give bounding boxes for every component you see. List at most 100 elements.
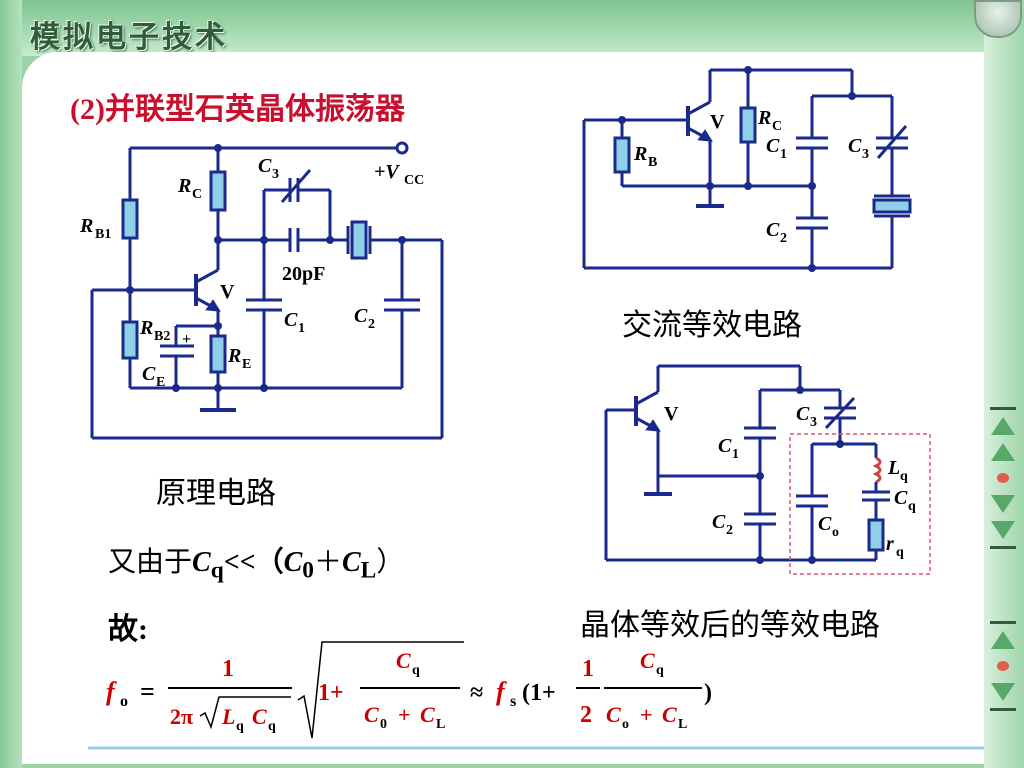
course-title: 模拟电子技术 <box>30 20 228 55</box>
nav-group-bottom <box>988 618 1018 714</box>
c3-adjust-arrow <box>876 125 908 159</box>
c3-sub: 3 <box>272 167 279 182</box>
down-arrow-icon <box>991 495 1015 513</box>
formula-paren-close: ) <box>704 680 712 706</box>
prev-slide-button[interactable] <box>990 440 1016 464</box>
ac-c1-label: C <box>766 135 780 157</box>
up-arrow-icon <box>991 417 1015 435</box>
ce-plus-sign: + <box>182 331 191 348</box>
condition-c0-sub: 0 <box>302 557 314 584</box>
lq-inductor <box>872 456 882 484</box>
condition-cq-sub: q <box>210 557 224 584</box>
formula-fs-sub: s <box>510 693 516 710</box>
junction-dot <box>744 66 752 74</box>
formula-cq3: C <box>640 648 655 673</box>
rb1-sub: B1 <box>95 227 111 242</box>
transistor-collector <box>195 268 219 284</box>
condition-prefix: 又由于 <box>108 547 193 578</box>
junction-dot <box>796 386 804 394</box>
cr-rq-sub: q <box>896 545 904 560</box>
formula-one-plus: 1+ <box>318 680 344 706</box>
emitter-arrow-icon <box>645 419 661 432</box>
transistor-collector <box>687 100 711 116</box>
ac-transistor-label: V <box>710 111 725 133</box>
formula-paren-open: (1+ <box>522 680 556 706</box>
formula-cl: C <box>420 702 435 727</box>
transistor-label: V <box>220 281 235 303</box>
vcc-label: +V <box>374 161 400 183</box>
frequency-formula: f o = 1 2π L q C q 1+ C q C 0 + C L ≈ f … <box>106 641 712 739</box>
ac-c2-sub: 2 <box>780 231 787 246</box>
formula-half-den: 2 <box>580 702 592 728</box>
cr-cq-label: C <box>894 487 908 509</box>
first-slide-button[interactable] <box>990 414 1016 438</box>
cr-c3-label: C <box>796 403 810 425</box>
ac-c3-sub: 3 <box>862 147 869 162</box>
junction-dot <box>326 236 334 244</box>
cr-co-sub: o <box>832 525 839 540</box>
home-button[interactable] <box>990 466 1016 490</box>
back-button[interactable] <box>990 628 1016 652</box>
next-slide-button[interactable] <box>990 492 1016 516</box>
nav-divider <box>990 407 1016 410</box>
cr-co-label: C <box>818 513 832 535</box>
cr-rq-label: r <box>886 533 894 555</box>
junction-dot <box>808 556 816 564</box>
condition-c0: C <box>283 547 303 578</box>
up-arrow-icon <box>991 443 1015 461</box>
left-frame-band <box>0 0 22 768</box>
rb1-resistor <box>121 198 139 240</box>
formula-lq-sub: q <box>236 719 244 734</box>
nav-divider <box>990 708 1016 711</box>
junction-dot <box>126 286 134 294</box>
formula-cq: C <box>252 704 267 729</box>
down-arrow-icon <box>991 521 1015 539</box>
ac-labels: V R C R B C 1 C 3 C 2 <box>633 107 869 246</box>
vcc-terminal <box>395 141 409 155</box>
crystal-body <box>872 198 912 214</box>
rc-sub: C <box>192 187 202 202</box>
cr-lq-sub: q <box>900 469 908 484</box>
re-sub: E <box>242 357 251 372</box>
junction-dot <box>214 384 222 392</box>
forward-button[interactable] <box>990 680 1016 704</box>
return-button[interactable] <box>990 654 1016 678</box>
ac-equivalent-circuit <box>582 66 912 272</box>
formula-cq-sub: q <box>268 719 276 734</box>
slide-canvas <box>22 52 984 764</box>
rc-label: R <box>177 175 191 197</box>
junction-dot <box>808 264 816 272</box>
cr-cq-sub: q <box>908 499 916 514</box>
section-heading: (2)并联型石英晶体振荡器 <box>70 93 405 126</box>
cap20-label: 20pF <box>282 263 325 285</box>
condition-statement: 又由于Cq<<（C0＋CL） <box>108 540 404 585</box>
c1-label: C <box>284 309 298 331</box>
cr-c2-label: C <box>712 511 726 533</box>
junction-dot <box>744 182 752 190</box>
ac-rc-sub: C <box>772 119 782 134</box>
formula-c0-sub: 0 <box>380 717 387 732</box>
formula-co: C <box>606 702 621 727</box>
rb2-label: R <box>139 317 153 339</box>
junction-dot <box>756 556 764 564</box>
c3-adjust-arrow <box>824 396 856 430</box>
formula-cq2: C <box>396 648 411 673</box>
formula-2pi: 2π <box>170 704 193 729</box>
condition-cl-sub: L <box>360 557 377 584</box>
formula-approx: ≈ <box>470 680 483 706</box>
junction-dot <box>848 92 856 100</box>
ac-rb-sub: B <box>648 155 657 170</box>
dot-icon <box>997 473 1009 483</box>
principle-labels: R B1 R C C 3 +V CC 20pF V R B2 + C E R E… <box>79 155 424 390</box>
sqrt-symbol-outer <box>297 641 464 739</box>
formula-eq: = <box>140 677 155 706</box>
therefore-label: 故: <box>108 613 148 646</box>
c2-label: C <box>354 305 368 327</box>
junction-dot <box>398 236 406 244</box>
last-slide-button[interactable] <box>990 518 1016 542</box>
formula-lq: L <box>221 704 235 729</box>
junction-dot <box>836 440 844 448</box>
junction-dot <box>756 472 764 480</box>
junction-dot <box>214 322 222 330</box>
